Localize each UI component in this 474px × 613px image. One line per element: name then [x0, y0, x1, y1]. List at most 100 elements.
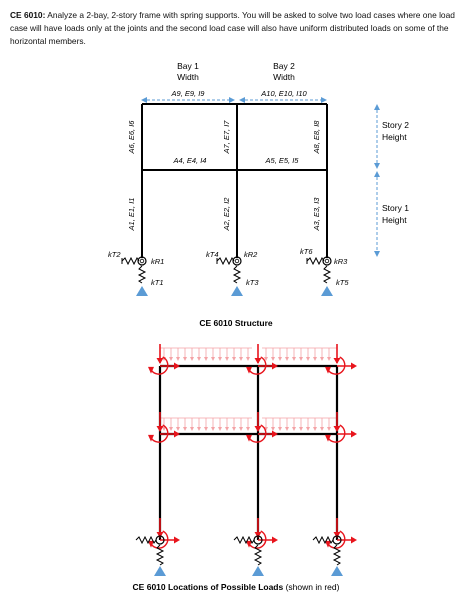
vertical-spring-icon	[232, 265, 242, 284]
support-left	[121, 256, 148, 296]
joint-load	[148, 518, 180, 549]
load-supports	[135, 535, 343, 576]
udl-arrow-head	[218, 427, 222, 431]
spring-label-kT4: kT4	[206, 250, 219, 259]
rotational-spring-inner-icon	[139, 258, 145, 264]
horizontal-spring-icon	[121, 256, 140, 266]
udl-arrow-head	[190, 357, 194, 361]
col-mid-top-label: A7, E7, I7	[222, 120, 231, 155]
udl-arrow-head	[183, 357, 187, 361]
moment-arrowhead-icon	[148, 366, 154, 374]
pin-support-icon	[154, 566, 166, 576]
udl-arrow-head	[306, 357, 310, 361]
udl-arrow-head	[278, 427, 282, 431]
load-support	[312, 535, 343, 576]
horizontal-spring-icon	[216, 256, 235, 266]
horizontal-load-arrowhead	[272, 430, 278, 438]
moment-arrowhead-icon	[246, 540, 252, 548]
moment-arrowhead-icon	[148, 540, 154, 548]
vertical-load-arrowhead	[156, 426, 164, 432]
load-support	[135, 535, 166, 576]
moment-arc-icon	[327, 424, 346, 443]
joint-load	[148, 344, 180, 375]
vertical-spring-icon	[137, 265, 147, 284]
vertical-spring-icon	[332, 544, 342, 566]
udl-arrow-head	[313, 357, 317, 361]
col-left-top-label: A6, E6, I6	[127, 120, 136, 155]
spring-label-kR2: kR2	[244, 250, 258, 259]
moment-arc-icon	[248, 356, 267, 375]
vertical-spring-icon	[253, 544, 263, 566]
horizontal-load-arrowhead	[351, 430, 357, 438]
joint-loads	[148, 344, 357, 549]
moment-arrowhead-icon	[325, 434, 331, 442]
loads-caption-bold: CE 6010 Locations of Possible Loads	[133, 582, 284, 592]
bay1-width-label: Width	[177, 72, 199, 82]
vertical-load-arrowhead	[254, 426, 262, 432]
udl-arrow-head	[204, 427, 208, 431]
loads-caption: CE 6010 Locations of Possible Loads (sho…	[133, 582, 340, 592]
joint-load	[148, 412, 180, 443]
bay2-label: Bay 2	[273, 61, 295, 71]
vertical-load-arrowhead	[156, 532, 164, 538]
course-code: CE 6010:	[10, 10, 46, 20]
udl-arrow-head	[264, 357, 268, 361]
horizontal-load-arrowhead	[272, 362, 278, 370]
story2-label: Story 2	[382, 120, 409, 130]
support-right	[306, 256, 333, 296]
moment-arc-icon	[248, 424, 267, 443]
moment-arc-icon	[150, 530, 169, 549]
udl-arrow-head	[225, 427, 229, 431]
vertical-spring-icon	[322, 265, 332, 284]
spring-label-kT5: kT5	[336, 278, 349, 287]
udl-arrow-head	[299, 357, 303, 361]
udl-arrow-head	[271, 357, 275, 361]
vertical-spring-icon	[155, 544, 165, 566]
udl-arrow-head	[183, 427, 187, 431]
pin-support-icon	[321, 286, 333, 296]
rotational-spring-icon	[137, 256, 147, 266]
udl-arrow-head	[239, 427, 243, 431]
moment-arc-icon	[327, 356, 346, 375]
vertical-load-arrowhead	[333, 358, 341, 364]
rotational-spring-icon	[232, 256, 242, 266]
udl-arrow-head	[313, 427, 317, 431]
spring-label-kR1: kR1	[151, 257, 164, 266]
udl-arrow-head	[190, 427, 194, 431]
udl-arrow-head	[211, 427, 215, 431]
joint-load	[246, 344, 278, 375]
loads-caption-normal: (shown in red)	[283, 582, 339, 592]
horizontal-load-arrowhead	[351, 536, 357, 544]
col-mid-bottom-label: A2, E2, I2	[222, 197, 231, 232]
horizontal-load-arrowhead	[174, 430, 180, 438]
beam-mid-right-label: A5, E5, I5	[265, 156, 300, 165]
horizontal-load-arrowhead	[272, 536, 278, 544]
joint-load	[325, 412, 357, 443]
udl-arrow-head	[197, 427, 201, 431]
udl-arrow-head	[218, 357, 222, 361]
moment-arrowhead-icon	[325, 366, 331, 374]
col-left-bottom-label: A1, E1, I1	[127, 198, 136, 232]
spring-label-kT2: kT2	[108, 250, 121, 259]
vertical-load-arrowhead	[254, 358, 262, 364]
pin-support-icon	[136, 286, 148, 296]
udl-arrow-head	[320, 427, 324, 431]
horizontal-spring-icon	[306, 256, 325, 266]
story1-label: Story 1	[382, 203, 409, 213]
moment-arc-icon	[327, 530, 346, 549]
vertical-load-arrowhead	[156, 358, 164, 364]
udl-arrow-head	[299, 427, 303, 431]
moment-arrowhead-icon	[325, 540, 331, 548]
bay1-label: Bay 1	[177, 61, 199, 71]
load-support	[233, 535, 264, 576]
udl-arrow-head	[204, 357, 208, 361]
udl-arrow-head	[306, 427, 310, 431]
moment-arc-icon	[248, 530, 267, 549]
udl-arrow-head	[162, 427, 166, 431]
story1-height-label: Height	[382, 215, 407, 225]
moment-arc-icon	[150, 356, 169, 375]
bay2-width-label: Width	[273, 72, 295, 82]
udl-arrow-head	[327, 427, 331, 431]
col-right-top-label: A8, E8, I8	[312, 120, 321, 155]
frame	[141, 103, 328, 258]
